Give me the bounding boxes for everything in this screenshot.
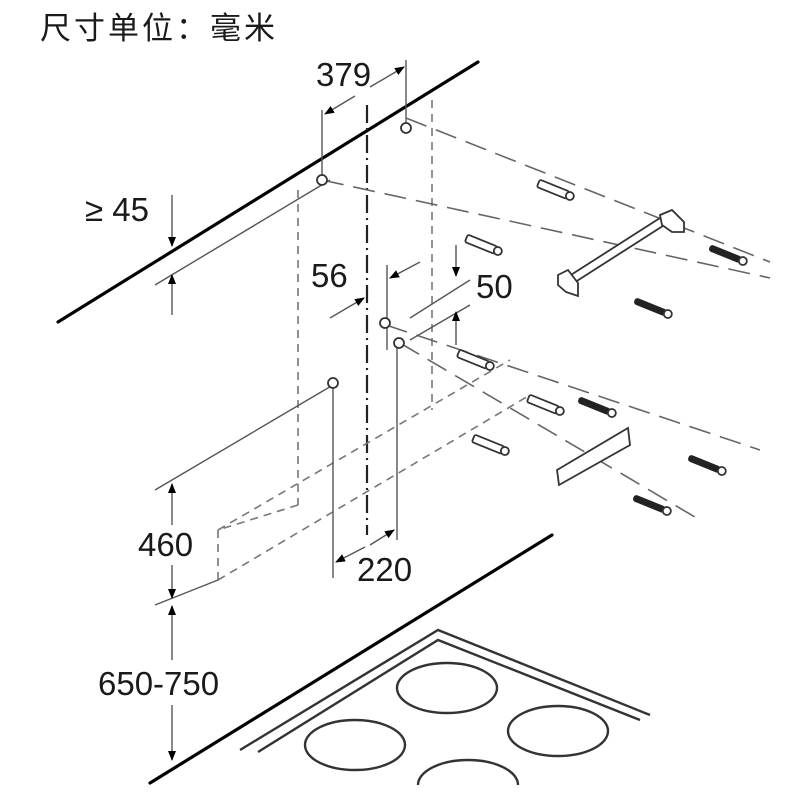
- axis-lower-right: [399, 342, 701, 521]
- axis-upper-right: [405, 117, 771, 263]
- chimney-outline-base: [217, 504, 299, 531]
- ceiling-line: [56, 60, 480, 324]
- offset-line-45: [154, 179, 331, 286]
- unit-title: 尺寸单位：毫米: [40, 11, 278, 47]
- dimension-220: 220: [357, 551, 413, 588]
- arrow-220-left: [335, 546, 366, 563]
- ref-50-bottom: [409, 304, 471, 341]
- arrow-56-left: [389, 261, 421, 279]
- arrow-220-right: [369, 529, 395, 546]
- arrow-379-right: [369, 66, 405, 88]
- worktop-line: [148, 533, 554, 785]
- dimension-50: 50: [476, 268, 513, 305]
- axis-upper-left: [321, 179, 771, 279]
- hood-outline-bottom: [217, 394, 531, 581]
- dimension-379: 379: [316, 56, 372, 93]
- axis-lower-mid: [385, 324, 761, 451]
- lower-bracket-icon: [556, 426, 631, 487]
- ref-460-top: [154, 384, 334, 491]
- dimension-650-750: 650-750: [98, 665, 220, 702]
- hood-outline-top: [217, 359, 511, 531]
- screw-icons: [578, 245, 748, 516]
- dimension-56: 56: [311, 257, 348, 294]
- wall-plug-icons: [456, 179, 575, 456]
- ref-460-bottom: [154, 579, 219, 606]
- dimension-460: 460: [138, 526, 194, 563]
- ref-50-top: [409, 279, 471, 319]
- dimension-min-45: ≥ 45: [85, 191, 149, 228]
- drill-holes: [316, 122, 412, 389]
- upper-bracket-icon: [557, 208, 685, 298]
- arrow-379-left: [324, 95, 356, 115]
- hob-icon: [239, 628, 651, 786]
- arrow-56-right: [329, 297, 365, 319]
